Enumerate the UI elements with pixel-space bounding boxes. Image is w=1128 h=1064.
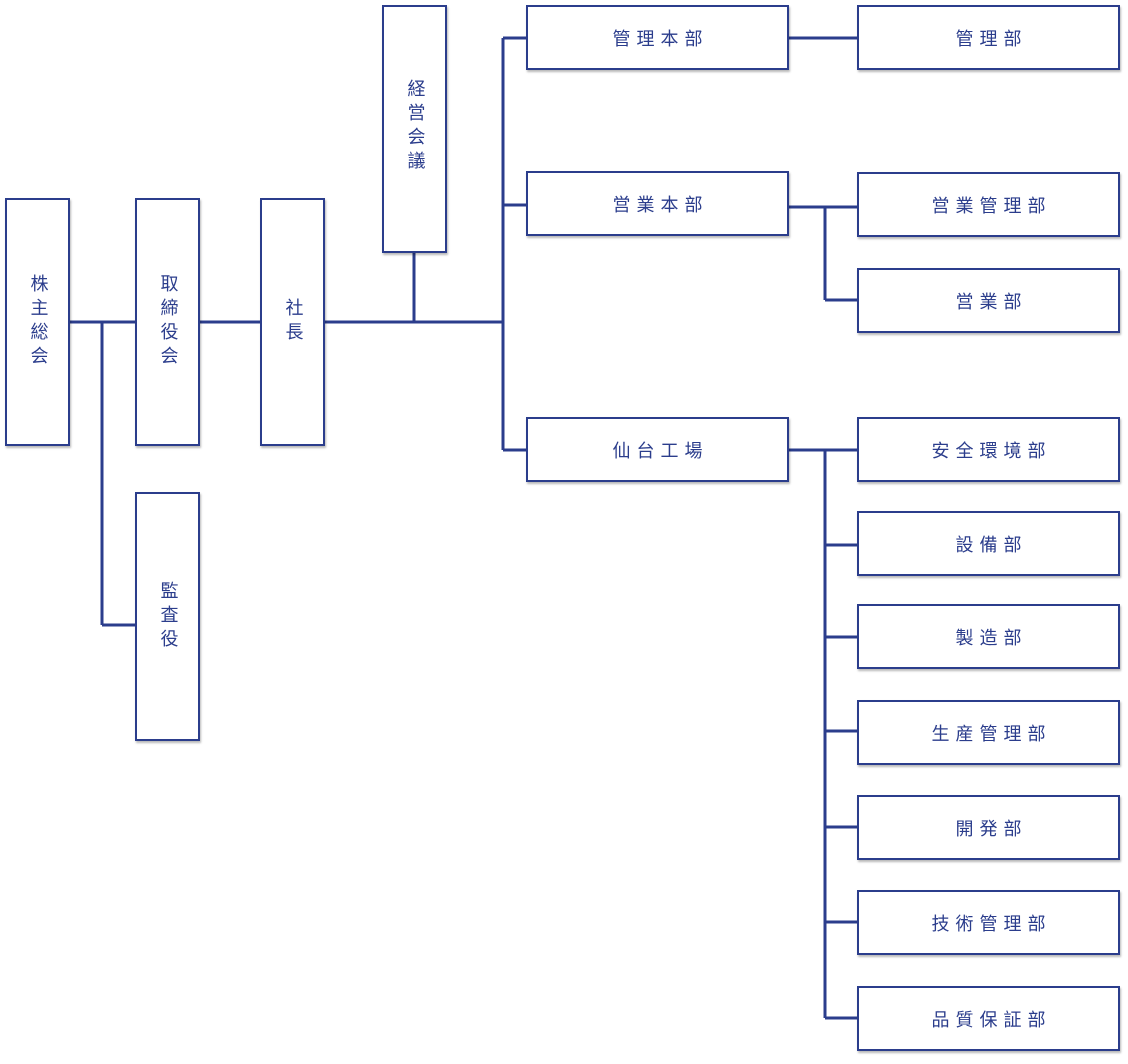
box-auditor-label: 監査役 xyxy=(157,580,179,653)
box-shareholders-meeting-label: 株主総会 xyxy=(27,274,49,370)
box-tech-mgmt-dept: 技術管理部 xyxy=(857,890,1120,955)
box-quality-assurance-dept: 品質保証部 xyxy=(857,986,1120,1051)
box-president: 社長 xyxy=(260,198,325,446)
box-sales-admin-dept-label: 営業管理部 xyxy=(931,195,1052,217)
box-sales-admin-dept: 営業管理部 xyxy=(857,172,1120,237)
box-admin-dept: 管理部 xyxy=(857,5,1120,70)
box-management-meeting: 経営会議 xyxy=(382,5,447,253)
box-shareholders-meeting: 株主総会 xyxy=(5,198,70,446)
box-sendai-factory: 仙台工場 xyxy=(526,417,789,482)
box-president-label: 社長 xyxy=(282,298,304,346)
box-board-of-directors: 取締役会 xyxy=(135,198,200,446)
box-tech-mgmt-dept-label: 技術管理部 xyxy=(931,913,1052,935)
box-safety-env-dept-label: 安全環境部 xyxy=(931,440,1052,462)
box-admin-hq: 管理本部 xyxy=(526,5,789,70)
box-admin-dept-label: 管理部 xyxy=(955,28,1028,50)
box-production-mgmt-dept-label: 生産管理部 xyxy=(931,723,1052,745)
box-admin-hq-label: 管理本部 xyxy=(612,28,709,50)
box-sales-hq: 営業本部 xyxy=(526,171,789,236)
box-sales-dept: 営業部 xyxy=(857,268,1120,333)
box-development-dept: 開発部 xyxy=(857,795,1120,860)
box-auditor: 監査役 xyxy=(135,492,200,741)
box-equipment-dept: 設備部 xyxy=(857,511,1120,576)
box-sendai-factory-label: 仙台工場 xyxy=(612,440,709,462)
box-development-dept-label: 開発部 xyxy=(955,818,1028,840)
box-production-mgmt-dept: 生産管理部 xyxy=(857,700,1120,765)
box-equipment-dept-label: 設備部 xyxy=(955,534,1028,556)
box-board-of-directors-label: 取締役会 xyxy=(157,274,179,370)
box-safety-env-dept: 安全環境部 xyxy=(857,417,1120,482)
box-manufacturing-dept-label: 製造部 xyxy=(955,627,1028,649)
box-quality-assurance-dept-label: 品質保証部 xyxy=(931,1009,1052,1031)
box-sales-dept-label: 営業部 xyxy=(955,291,1028,313)
box-sales-hq-label: 営業本部 xyxy=(612,194,709,216)
box-manufacturing-dept: 製造部 xyxy=(857,604,1120,669)
box-management-meeting-label: 経営会議 xyxy=(404,79,426,175)
